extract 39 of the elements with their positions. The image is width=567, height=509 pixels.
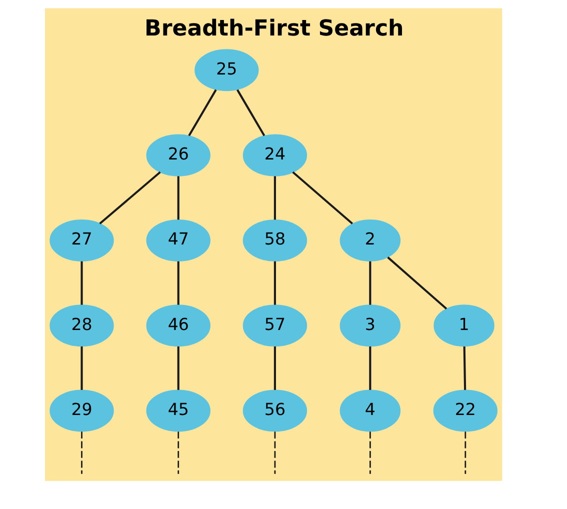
node-ellipse: 47 (146, 219, 210, 262)
connector (177, 346, 180, 390)
node-ellipse: 2 (340, 219, 401, 262)
connector (99, 171, 161, 224)
node-ellipse: 56 (242, 390, 308, 432)
node-ellipse: 22 (433, 390, 498, 432)
node-ellipse: 1 (434, 304, 494, 347)
connector (387, 256, 448, 310)
diagram-title: Breadth-First Search (144, 16, 404, 42)
connector (463, 346, 466, 390)
node-ellipse: 25 (194, 49, 259, 92)
connector (464, 432, 466, 474)
connector (178, 432, 180, 474)
connector (274, 261, 276, 305)
node-ellipse: 4 (340, 390, 401, 432)
connector (369, 346, 372, 390)
node-ellipse: 45 (146, 390, 210, 432)
connector (274, 176, 276, 220)
connector (236, 89, 266, 136)
node-ellipse: 28 (50, 304, 114, 347)
connector (188, 89, 217, 136)
node-ellipse: 29 (50, 390, 114, 432)
connector (177, 261, 180, 305)
node-ellipse: 46 (146, 304, 210, 347)
node-ellipse: 26 (146, 134, 210, 176)
connector (177, 176, 180, 220)
node-ellipse: 58 (242, 219, 308, 262)
node-ellipse: 27 (50, 219, 114, 262)
node-ellipse: 3 (340, 304, 401, 347)
connector (274, 432, 276, 474)
connector (80, 346, 83, 390)
node-ellipse: 57 (242, 304, 308, 347)
connector (369, 261, 372, 305)
node-ellipse: 24 (242, 134, 308, 176)
connector (274, 346, 276, 390)
connector (369, 432, 371, 474)
connector (292, 171, 354, 224)
connector (80, 261, 83, 305)
connector (81, 432, 82, 474)
